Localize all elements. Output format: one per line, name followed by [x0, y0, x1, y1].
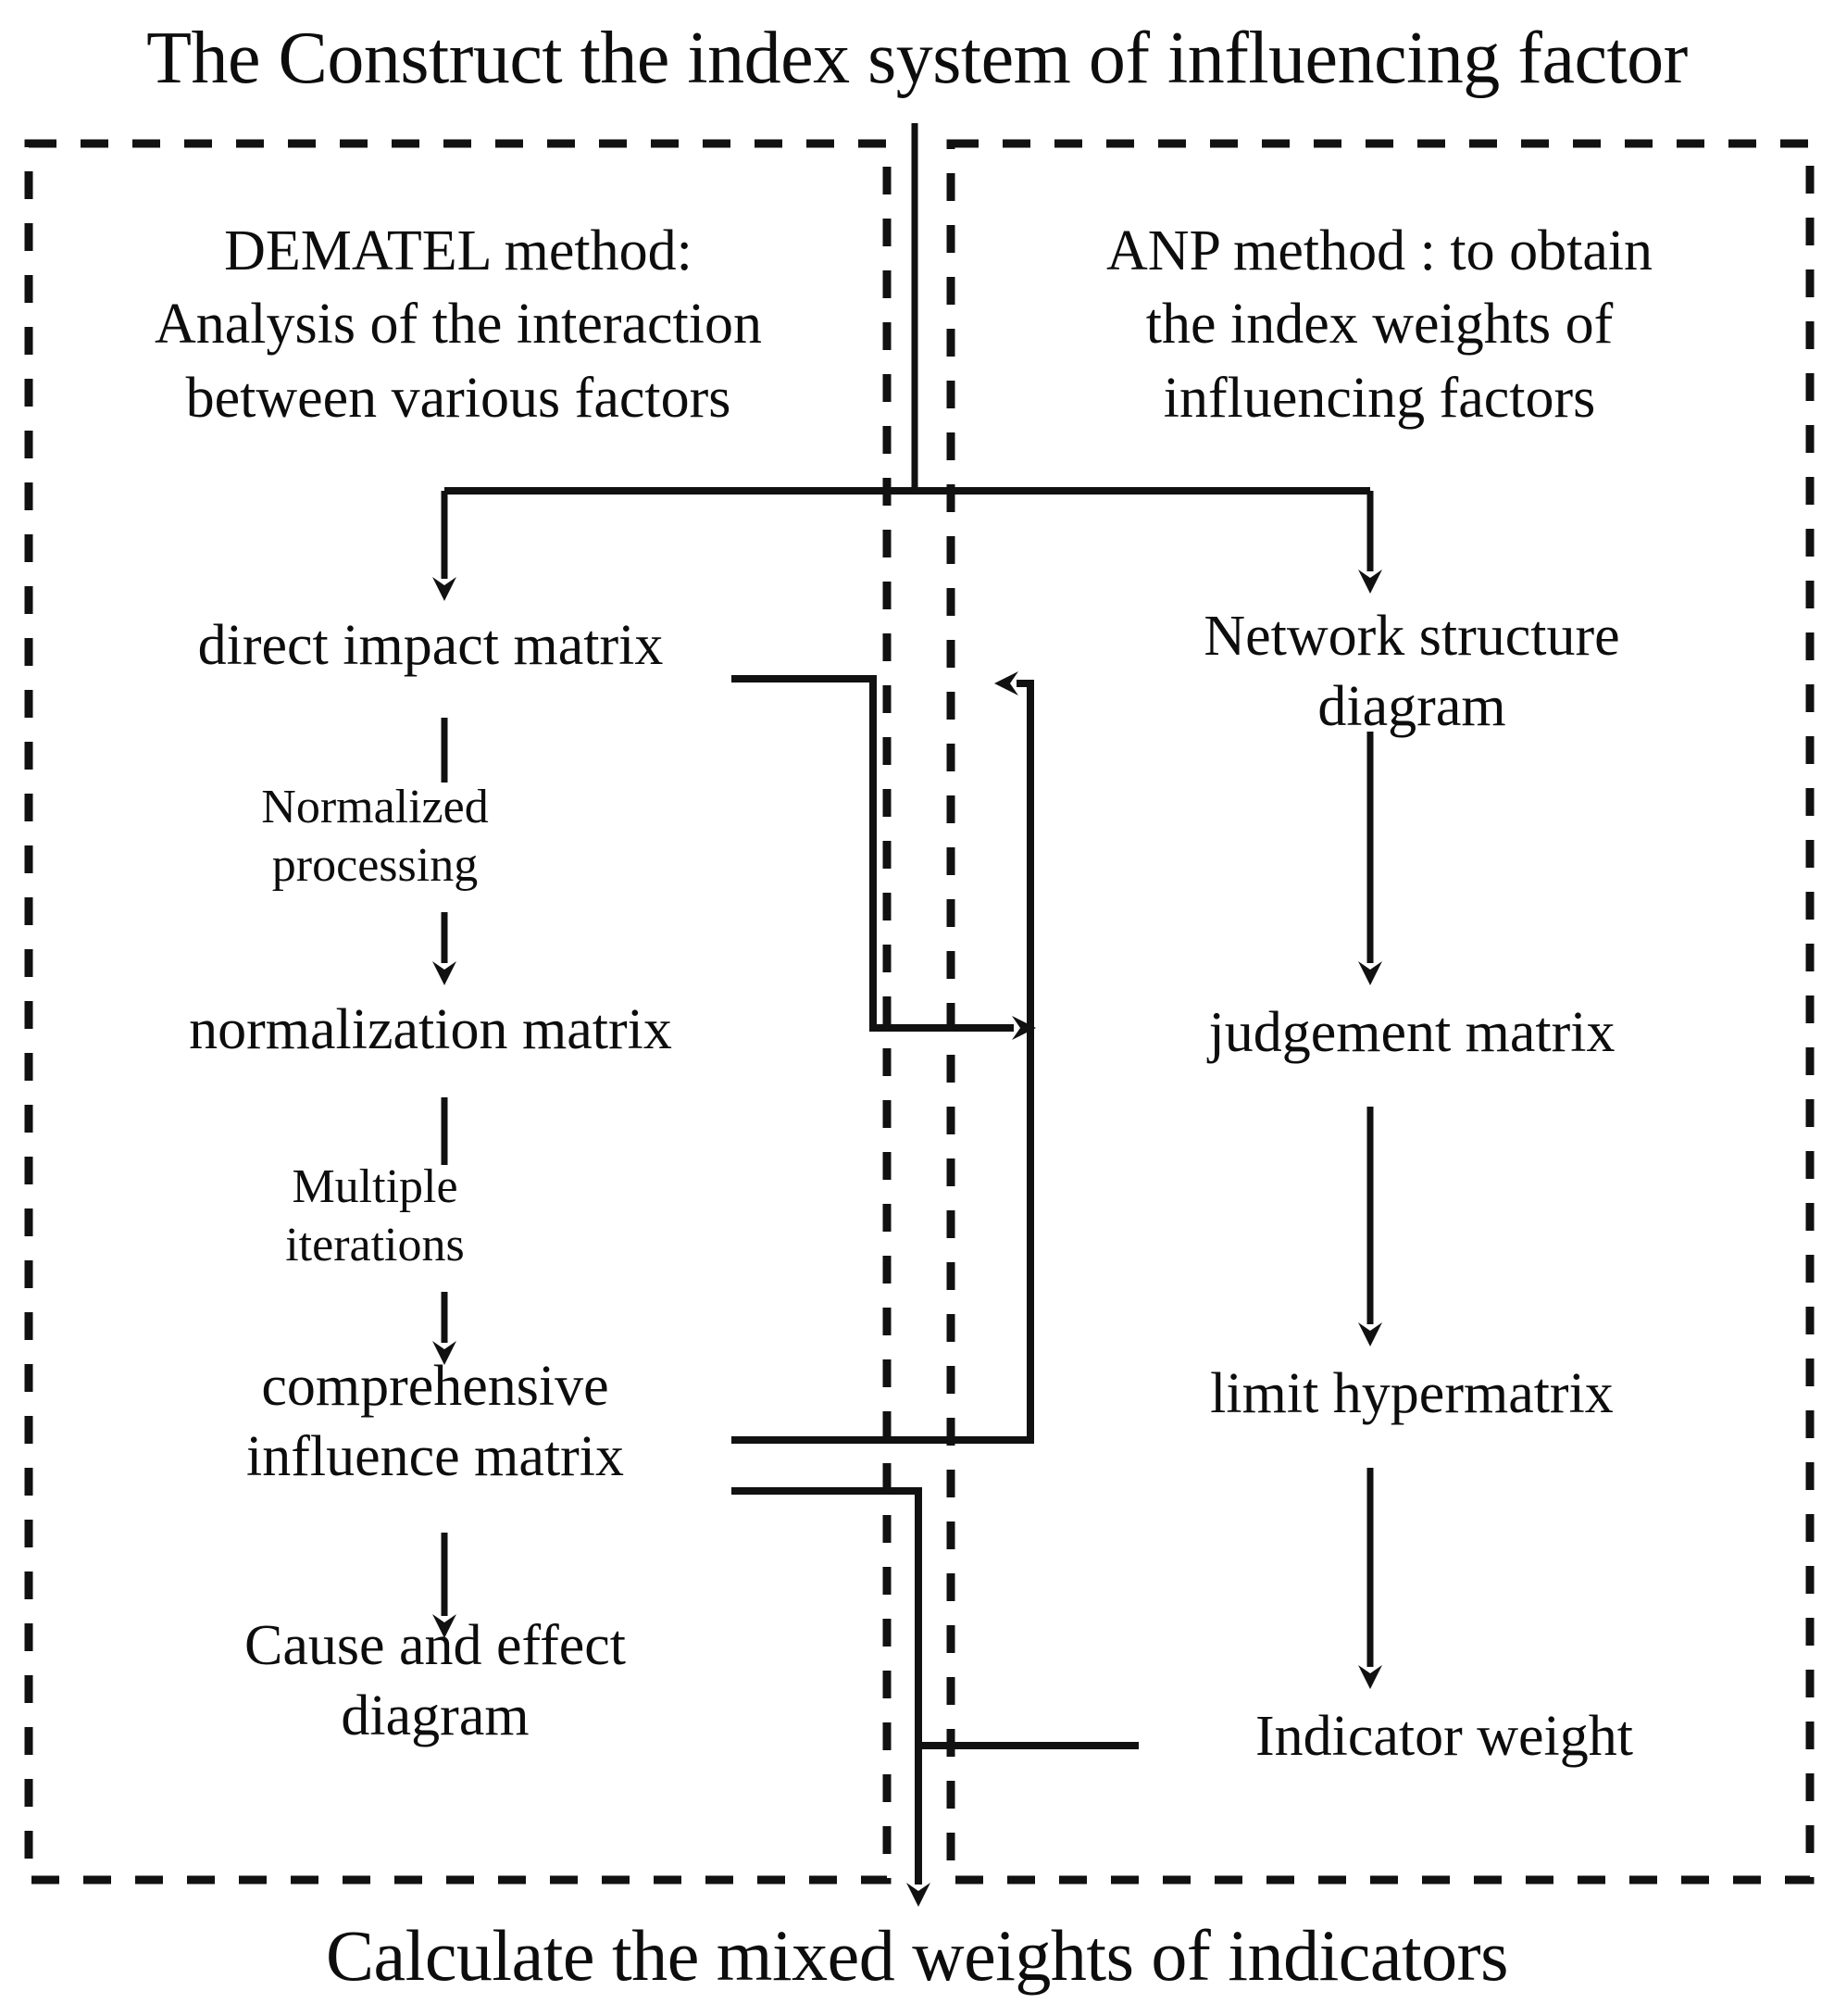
- node-normalization-matrix: normalization matrix: [189, 998, 672, 1061]
- node-network-structure-diagram: Network structure diagram: [1204, 605, 1620, 738]
- edge-label-multiple-iterations: Multiple iterations: [285, 1160, 465, 1272]
- node-indicator-weight: Indicator weight: [1254, 1705, 1634, 1768]
- node-judgement-matrix: judgement matrix: [1208, 1001, 1616, 1064]
- panel-caption-anp: ANP method : to obtain the index weights…: [1105, 219, 1653, 430]
- trunk-comprehensive-to-footer: [731, 1487, 930, 1907]
- node-direct-impact-matrix: direct impact matrix: [197, 614, 664, 677]
- page-footer: Calculate the mixed weights of indicator…: [326, 1915, 1508, 1996]
- arrow-direct-impact-to-judgement: [731, 675, 1036, 1040]
- panel-caption-dematel: DEMATEL method: Analysis of the interact…: [155, 219, 762, 430]
- page-title: The Construct the index system of influe…: [146, 18, 1688, 99]
- node-limit-hypermatrix: limit hypermatrix: [1210, 1362, 1614, 1425]
- edge-label-normalized-processing: Normalized processing: [261, 781, 489, 893]
- node-comprehensive-influence-matrix: comprehensive influence matrix: [246, 1355, 624, 1488]
- node-cause-and-effect-diagram: Cause and effect diagram: [244, 1614, 626, 1747]
